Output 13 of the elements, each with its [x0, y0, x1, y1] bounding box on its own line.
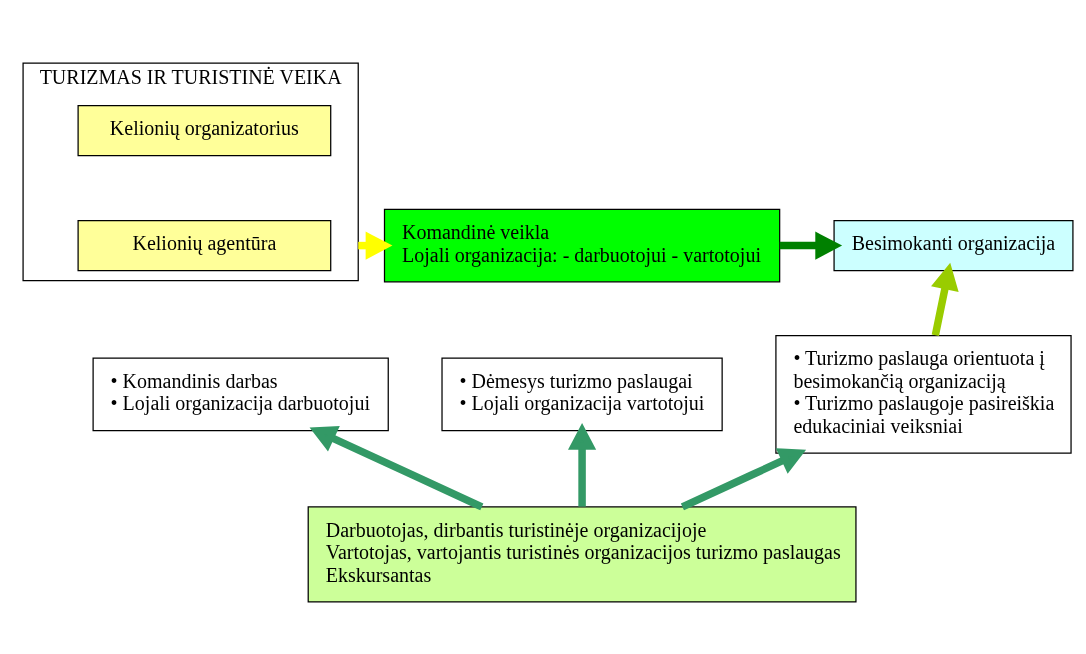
- node-box: Besimokanti organizacija: [833, 219, 1074, 271]
- node-box: • Turizmo paslauga orientuota į besimokančią organizaciją • Turizmo paslaugoje pasireiškia edukaciniai veiksniai: [775, 334, 1072, 454]
- node-box: Darbuotojas, dirbantis turistinėje organizacijoje Vartotojas, vartojantis turistinės organizacijos turizmo paslaugas Ekskursantas: [307, 505, 857, 603]
- node-box: Komandinė veikla Lojali organizacija: - darbuotojui - vartotojui: [383, 208, 781, 282]
- arrow: [309, 425, 484, 510]
- node-box: Kelionių organizatorius: [77, 104, 332, 156]
- node-box: Kelionių agentūra: [77, 219, 332, 271]
- arrow: [931, 262, 959, 336]
- node-box: • Komandinis darbas • Lojali organizacija darbuotojui: [92, 357, 389, 431]
- arrow: [779, 231, 843, 260]
- arrow: [568, 422, 597, 507]
- arrow: [680, 447, 807, 510]
- node-box: • Dėmesys turizmo paslaugai • Lojali organizacija vartotojui: [441, 357, 723, 431]
